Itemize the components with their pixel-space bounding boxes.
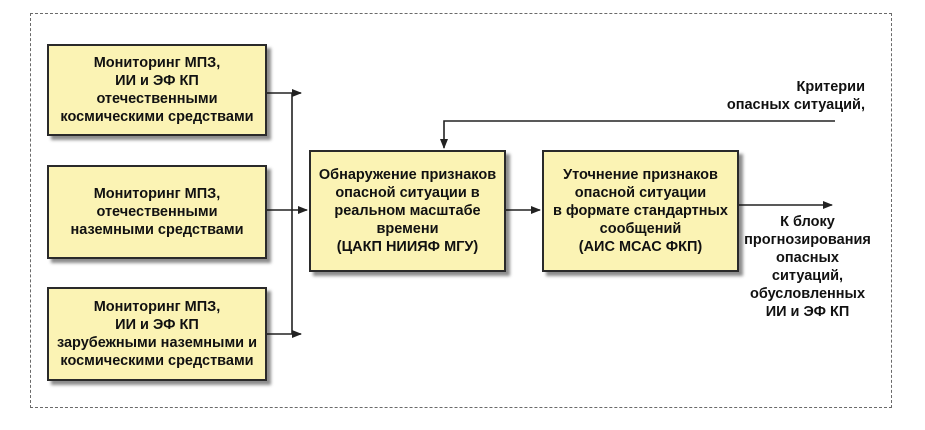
box-monitoring-domestic-ground: Мониторинг МПЗ, отечественными наземными…	[47, 165, 267, 259]
label-criteria: Критерии опасных ситуаций,	[726, 79, 865, 113]
box-refinement-standard-messages: Уточнение признаков опасной ситуации в ф…	[542, 150, 739, 272]
criteria-line	[440, 120, 835, 149]
label-output-forecasting: К блоку прогнозирования опасных ситуаций…	[744, 214, 871, 320]
diagram-frame	[30, 13, 892, 408]
box-monitoring-foreign: Мониторинг МПЗ, ИИ и ЭФ КП зарубежными н…	[47, 287, 267, 381]
box-detection-realtime: Обнаружение признаков опасной ситуации в…	[309, 150, 506, 272]
box-monitoring-domestic-space: Мониторинг МПЗ, ИИ и ЭФ КП отечественным…	[47, 44, 267, 136]
